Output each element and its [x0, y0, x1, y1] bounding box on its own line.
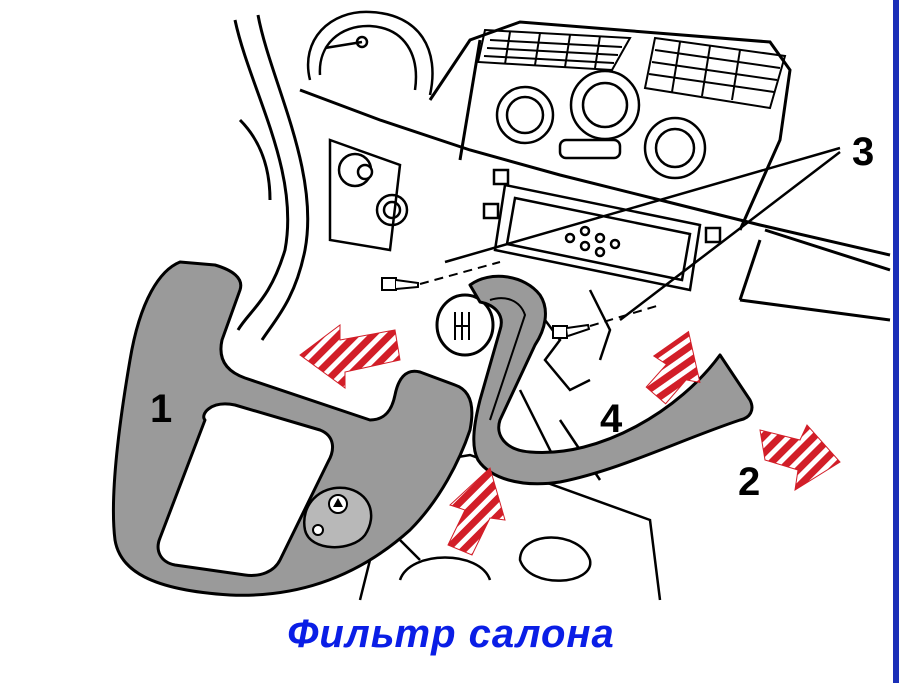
arrow-down-right [645, 330, 701, 405]
screw-left [381, 277, 419, 291]
callout-3: 3 [852, 130, 874, 174]
radio-unit [482, 168, 722, 292]
trim-panel-4-edge [489, 297, 527, 421]
gear-knob [435, 289, 612, 392]
arrow-right [759, 424, 841, 491]
callout-2: 2 [738, 460, 760, 504]
screw-right [552, 323, 591, 339]
trim-panel-1-switch [302, 486, 373, 549]
diagram-caption: Фильтр салона [287, 612, 615, 656]
instrument-cluster [306, 10, 434, 96]
air-vent-right [643, 36, 787, 110]
ignition-switch [328, 138, 409, 252]
dashboard-outline [299, 20, 891, 322]
climate-knobs [495, 69, 707, 180]
trim-panel-4 [468, 274, 754, 486]
air-vent-left [476, 28, 632, 72]
trim-panel-1-gear-opening [156, 402, 334, 577]
callout-4: 4 [600, 397, 623, 441]
page-edge-bar [893, 0, 899, 683]
arrow-up-left [299, 324, 401, 389]
arrow-down-center [447, 467, 506, 556]
callout-1: 1 [150, 387, 172, 431]
steering-wheel [233, 14, 310, 341]
callout-3-leaders [444, 146, 841, 321]
